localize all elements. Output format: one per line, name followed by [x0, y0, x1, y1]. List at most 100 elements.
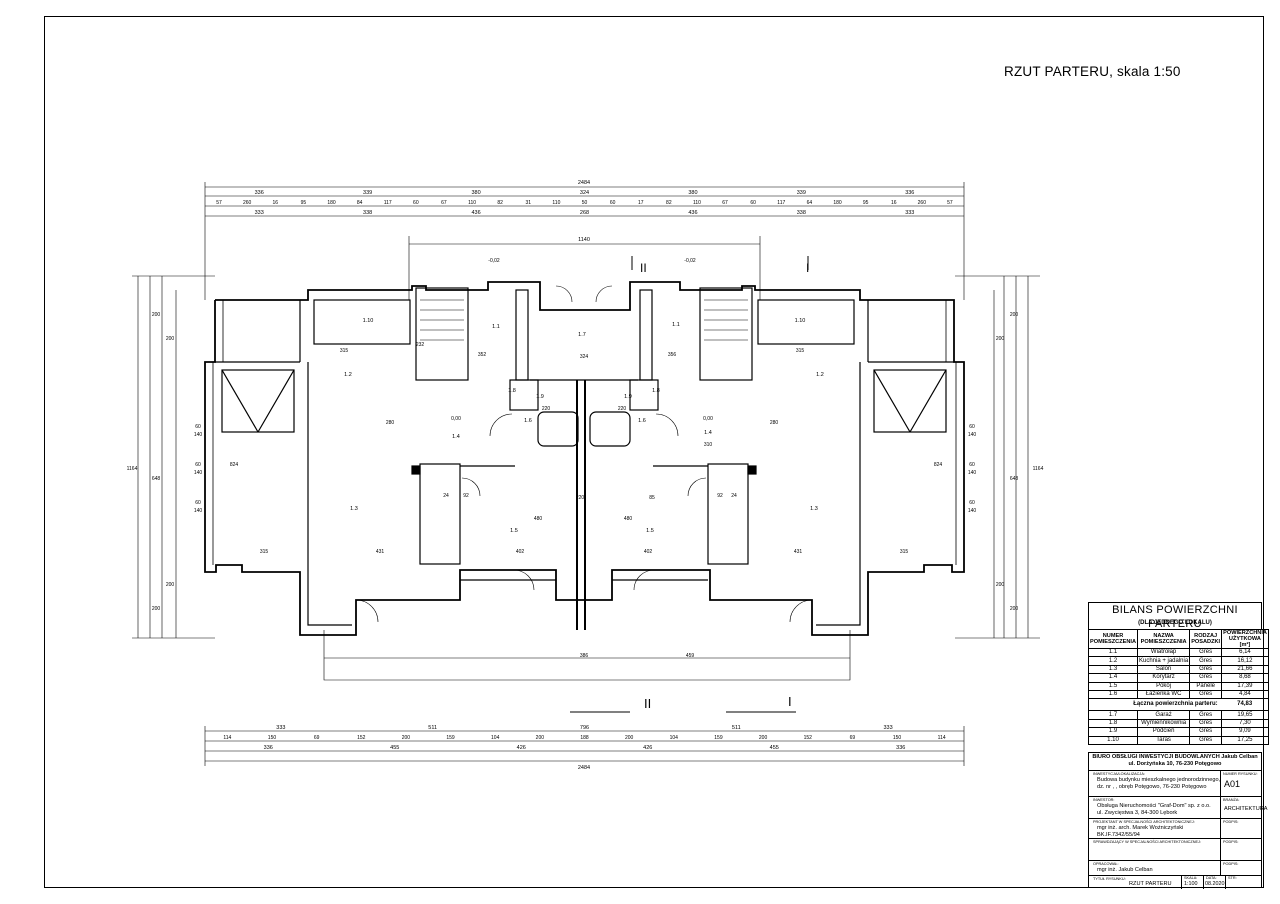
top-dim-label: 268 — [580, 210, 589, 216]
scale-value: 1:100 — [1184, 881, 1198, 887]
room-number-cell: 1.8 — [1088, 718, 1138, 729]
room-name-cell: Podcień — [1136, 727, 1191, 737]
top-dim-label: 117 — [384, 200, 392, 206]
dimension-label: 220 — [576, 495, 585, 501]
col-header-area: POWIERZCHNIA UŻYTKOWA [m²] — [1221, 629, 1269, 649]
room-name-cell: Pokój — [1136, 681, 1191, 691]
top-dim-label: 338 — [363, 210, 372, 216]
top-dim-label: 82 — [497, 200, 503, 206]
side-dimension-label: 140 — [968, 470, 977, 476]
inner-top-dimension: 1140 — [578, 237, 590, 243]
office-address: ul. Dorżyńska 10, 76-230 Potęgowo — [1128, 761, 1222, 767]
checker-label: SPRAWDZAJĄCY W SPECJALNOŚCI ARCHITEKTONI… — [1093, 840, 1201, 844]
top-dim-label: 110 — [552, 200, 560, 206]
branch-value: ARCHITEKTURA — [1224, 806, 1268, 812]
room-number: 1.7 — [578, 332, 586, 338]
top-dim-label: 436 — [688, 210, 697, 216]
room-number: 1.1 — [492, 324, 500, 330]
bottom-dim-label: 796 — [580, 725, 589, 731]
level-mark: -0,02 — [684, 258, 696, 264]
room-number: 1.2 — [344, 372, 352, 378]
bottom-dim-label: 426 — [517, 745, 526, 751]
side-dimension-lines — [132, 275, 1040, 639]
top-dim-label: 339 — [797, 190, 806, 196]
top-dim-label: 180 — [327, 200, 336, 206]
area-cell: 7,30 — [1221, 718, 1269, 729]
bottom-dim-label: 455 — [390, 745, 399, 751]
bottom-dim-label: 200 — [402, 735, 411, 741]
top-dim-label: 95 — [863, 200, 869, 206]
floor-type-cell: Gres — [1189, 735, 1223, 745]
dimension-label: 824 — [230, 462, 239, 468]
investment-line-2: dz. nr , , obręb Potęgowo, 76-230 Potęgo… — [1097, 783, 1207, 790]
side-dimension-label: 140 — [968, 508, 977, 514]
room-number-cell: 1.2 — [1088, 656, 1138, 666]
area-cell: 19,65 — [1221, 710, 1269, 720]
level-mark: 0,00 — [451, 416, 461, 422]
dimension-label: 431 — [376, 549, 385, 555]
top-dim-label: 336 — [905, 190, 914, 196]
section-mark-ii-bottom: II — [644, 696, 651, 711]
dimension-label: 315 — [796, 348, 805, 354]
author-label: OPRACOWAŁ: — [1093, 862, 1119, 866]
area-cell: 8,68 — [1221, 673, 1269, 683]
top-dim-label: 380 — [471, 190, 480, 196]
date-value: 08.2020 — [1205, 881, 1225, 887]
side-dimension-label: 60 — [195, 462, 201, 468]
room-number: 1.9 — [624, 394, 632, 400]
top-dimension-lines — [204, 182, 965, 300]
room-number-cell: 1.5 — [1088, 681, 1138, 691]
dimension-label: 386 — [580, 653, 589, 659]
room-name-cell: Wiatrołap — [1136, 647, 1191, 658]
side-dimension-label: 200 — [996, 336, 1005, 342]
top-dim-label: 60 — [750, 200, 756, 206]
top-dim-label: 339 — [363, 190, 372, 196]
scale-label: SKALA: — [1184, 876, 1198, 880]
col-header-number: NUMER POMIESZCZENIA — [1088, 629, 1138, 649]
room-number: 1.8 — [508, 388, 516, 394]
bottom-dim-label: 200 — [625, 735, 634, 741]
date-label: DATA: — [1206, 876, 1217, 880]
drawing-title-label: TYTUŁ RYSUNKU: — [1093, 877, 1126, 881]
top-dim-label: 180 — [833, 200, 842, 206]
top-dim-label: 110 — [468, 200, 476, 206]
author-sign-label: PODPIS: — [1223, 862, 1239, 866]
col-header-name: NAZWA POMIESZCZENIA — [1136, 629, 1191, 649]
bottom-dim-label: 426 — [643, 745, 652, 751]
top-dim-label: 64 — [807, 200, 813, 206]
top-dim-label: 57 — [216, 200, 222, 206]
area-cell: 16,12 — [1221, 656, 1269, 666]
floor-type-cell: Gres — [1189, 664, 1223, 675]
top-dim-label: 336 — [255, 190, 264, 196]
room-number: 1.10 — [363, 318, 374, 324]
dimension-label: 315 — [260, 549, 269, 555]
dimension-label: 402 — [516, 549, 525, 555]
side-dimension-label: 648 — [1010, 476, 1019, 482]
area-cell: 9,09 — [1221, 727, 1269, 737]
room-number: 1.6 — [638, 418, 646, 424]
room-number-cell: 1.6 — [1088, 689, 1138, 700]
side-dimension-label: 1164 — [1033, 466, 1044, 472]
room-number-cell: 1.4 — [1088, 673, 1138, 683]
side-dimension-label: 200 — [152, 606, 161, 612]
dimension-label: 315 — [340, 348, 349, 354]
side-dimension-label: 200 — [166, 336, 175, 342]
floor-type-cell: Gres — [1189, 673, 1223, 683]
level-mark: -0,02 — [488, 258, 500, 264]
designer-sign-label: PODPIS: — [1223, 820, 1239, 824]
room-number: 1.2 — [816, 372, 824, 378]
floor-type-cell: Gres — [1189, 727, 1223, 737]
area-cell: 21,66 — [1221, 664, 1269, 675]
bottom-dim-label: 333 — [276, 725, 285, 731]
bottom-dim-label: 104 — [491, 735, 500, 741]
